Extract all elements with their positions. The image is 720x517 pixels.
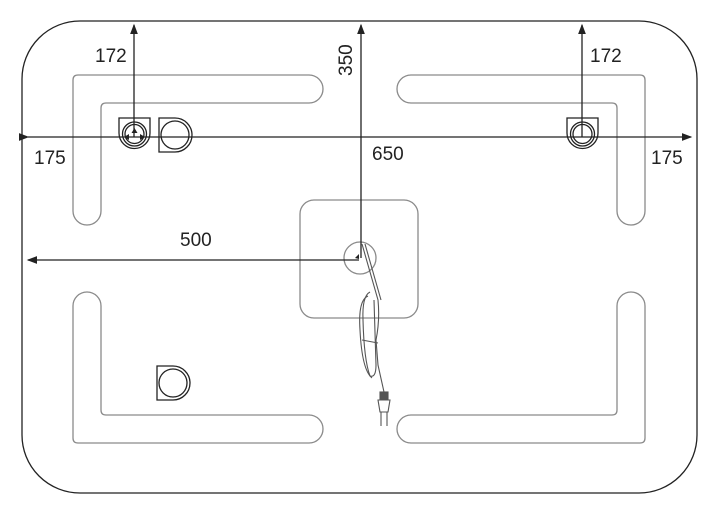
led-strip-top-left <box>72 74 324 226</box>
dim-label-500: 500 <box>180 230 212 251</box>
switch-icon-bottom-left <box>156 365 191 401</box>
led-strip-bottom-left <box>72 291 324 444</box>
power-cord-icon <box>359 243 391 426</box>
dim-label-175-right: 175 <box>651 148 683 169</box>
dim-label-172-left: 172 <box>95 46 127 67</box>
mirror-outline <box>21 20 698 494</box>
switch-icon-top-left-second <box>158 117 193 153</box>
center-mount-plate <box>299 199 419 319</box>
dim-label-350: 350 <box>336 44 357 76</box>
led-strip-bottom-right <box>396 291 646 444</box>
led-strip-top-right <box>396 74 646 226</box>
dim-label-650: 650 <box>372 144 404 165</box>
cable-outlet-circle <box>343 241 377 275</box>
dim-label-172-right: 172 <box>590 46 622 67</box>
dim-label-175-left: 175 <box>34 148 66 169</box>
